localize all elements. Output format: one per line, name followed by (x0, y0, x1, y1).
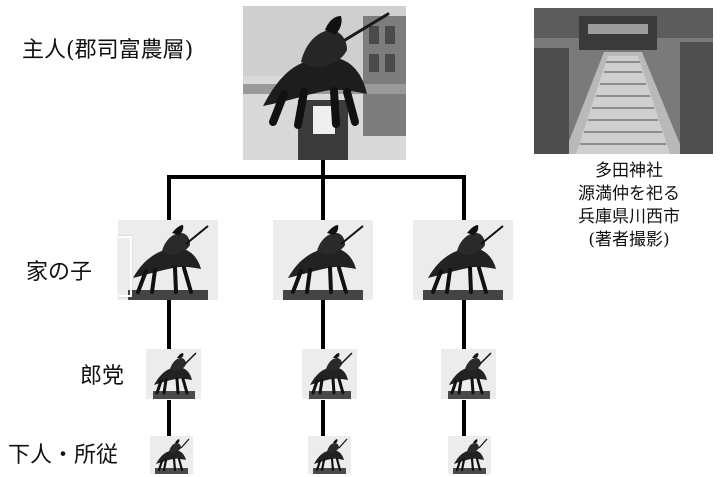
level-label-ienoko: 家の子 (26, 260, 93, 285)
shrine-caption-line-1: 多田神社 (595, 161, 663, 181)
connector-right-l3 (462, 400, 466, 438)
statue-tiny-image (448, 436, 491, 474)
connector-left-branch (167, 175, 171, 221)
statue-tiny-image (150, 436, 193, 474)
shrine-caption-line-3: 兵庫県川西市 (578, 206, 680, 227)
shrine-caption-line-2: 源満仲を祀る (578, 183, 680, 204)
connector-left-l3 (167, 400, 171, 438)
statue-sketch-image (118, 220, 218, 300)
roto-photo-2 (302, 349, 357, 399)
statue-small-image (302, 349, 357, 399)
ienoko-bracket (118, 236, 132, 297)
connector-middle-l2 (321, 300, 325, 350)
statue-sketch-image (413, 220, 513, 300)
roto-photo-3 (441, 349, 496, 399)
shrine-photo (534, 8, 713, 154)
connector-root-down (321, 160, 325, 178)
connector-middle-branch (321, 175, 325, 221)
statue-sketch-image (273, 220, 373, 300)
statue-small-image (146, 349, 201, 399)
master-statue-photo (243, 6, 406, 160)
connector-left-l2 (167, 300, 171, 350)
genin-photo-1 (150, 436, 193, 474)
shrine-stairs-image (534, 8, 713, 154)
ienoko-photo-3 (413, 220, 513, 300)
level-label-roto: 郎党 (80, 364, 125, 389)
samurai-statue-image (243, 6, 406, 160)
statue-small-image (441, 349, 496, 399)
roto-photo-1 (146, 349, 201, 399)
ienoko-photo-1 (118, 220, 218, 300)
shrine-caption-line-4: (著者撮影) (588, 229, 670, 250)
connector-right-branch (462, 175, 466, 221)
connector-right-l2 (462, 300, 466, 350)
ienoko-photo-2 (273, 220, 373, 300)
shrine-caption: 多田神社 源満仲を祀る 兵庫県川西市 (著者撮影) (555, 160, 703, 252)
genin-photo-3 (448, 436, 491, 474)
statue-tiny-image (308, 436, 351, 474)
connector-middle-l3 (321, 400, 325, 438)
level-label-genin-shoju: 下人・所従 (8, 443, 119, 468)
level-label-master: 主人(郡司富農層) (22, 38, 194, 63)
genin-photo-2 (308, 436, 351, 474)
connector-horizontal (167, 175, 466, 179)
